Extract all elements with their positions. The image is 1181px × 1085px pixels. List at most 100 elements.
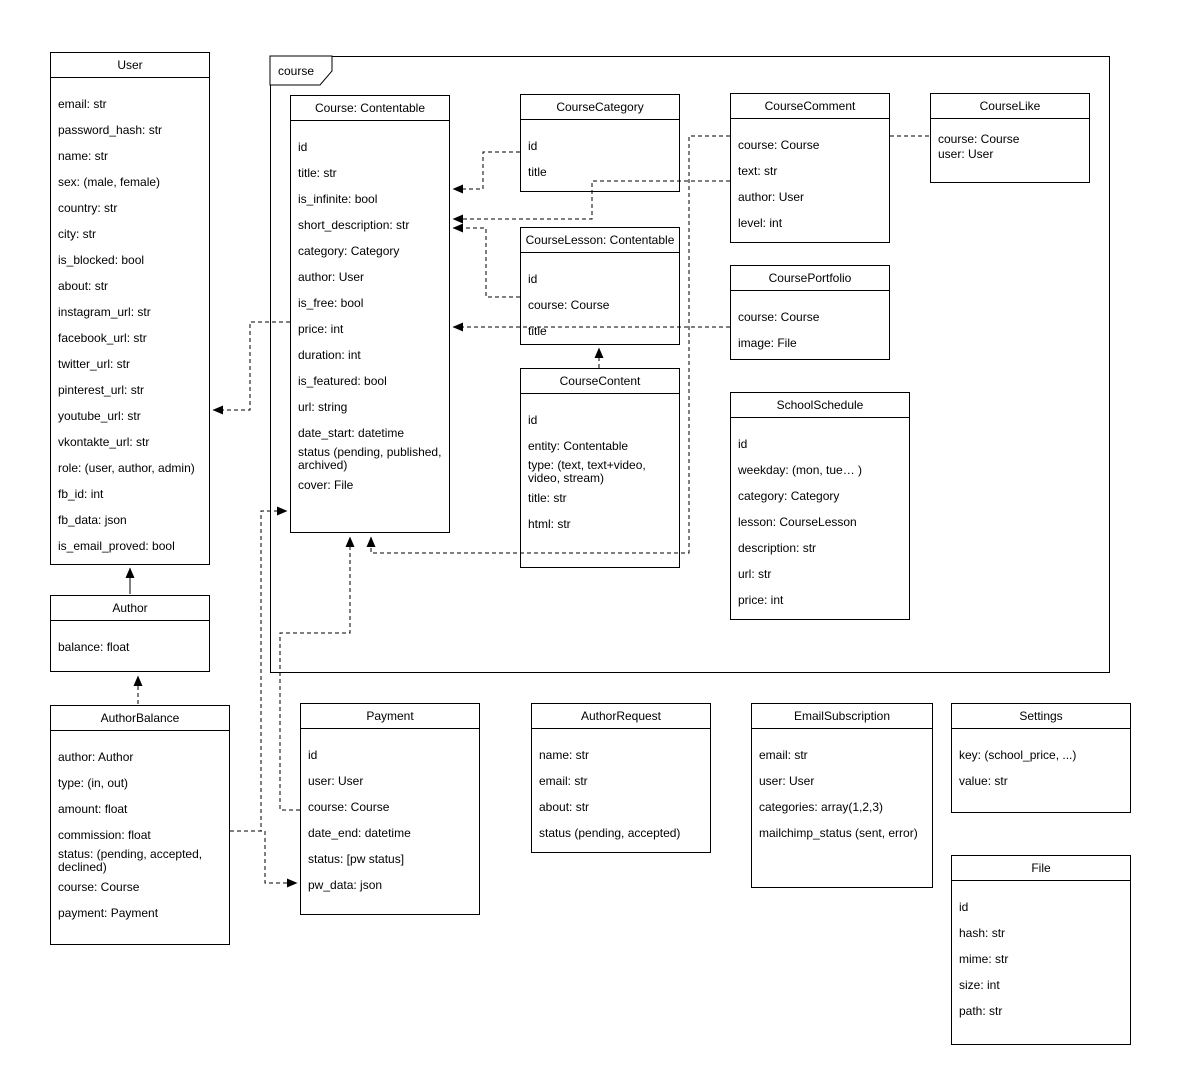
entity-field: id	[528, 412, 538, 427]
entity-field: value: str	[959, 773, 1008, 788]
entity-title-course-lesson: CourseLesson: Contentable	[521, 228, 679, 253]
entity-field: sex: (male, female)	[58, 174, 161, 189]
entity-field: level: int	[738, 215, 783, 230]
entity-field: commission: float	[58, 827, 151, 842]
entity-field: fb_id: int	[58, 486, 104, 501]
entity-field: payment: Payment	[58, 905, 159, 920]
entity-field: fb_data: json	[58, 512, 127, 527]
entity-author-balance[interactable]: AuthorBalance author: Author type: (in, ou…	[50, 705, 230, 945]
entity-field: cover: File	[298, 477, 354, 492]
entity-field: image: File	[738, 335, 797, 350]
entity-field: title	[528, 323, 547, 338]
entity-field: password_hash: str	[58, 122, 163, 137]
entity-field: user: User	[308, 773, 364, 788]
entity-field: instagram_url: str	[58, 304, 151, 319]
entity-field: text: str	[738, 163, 778, 178]
entity-field: author: Author	[58, 749, 134, 764]
entity-school-schedule[interactable]: SchoolSchedule id weekday: (mon, tue… ) cat…	[730, 392, 910, 620]
entity-fields: balance: float	[51, 621, 209, 660]
entity-field: course: Course	[738, 309, 820, 324]
entity-field: user: User	[938, 147, 994, 161]
entity-field: hash: str	[959, 925, 1006, 940]
entity-field: mailchimp_status (sent, error)	[759, 825, 918, 840]
entity-title-email-subscription: EmailSubscription	[752, 704, 932, 729]
entity-title-school-schedule: SchoolSchedule	[731, 393, 909, 418]
entity-field: title: str	[528, 490, 567, 505]
entity-field: id	[528, 138, 538, 153]
entity-title-file: File	[952, 856, 1130, 881]
entity-field: id	[738, 436, 748, 451]
entity-field: vkontakte_url: str	[58, 434, 150, 449]
entity-title-course-content: CourseContent	[521, 369, 679, 394]
entity-field: title	[528, 164, 547, 179]
entity-field: city: str	[58, 226, 96, 241]
entity-field: price: int	[298, 321, 344, 336]
entity-field: about: str	[58, 278, 109, 293]
entity-field: html: str	[528, 516, 571, 531]
entity-field: email: str	[539, 773, 588, 788]
entity-title-course-category: CourseCategory	[521, 95, 679, 120]
entity-field: key: (school_price, ...)	[959, 747, 1077, 762]
entity-field: description: str	[738, 540, 817, 555]
entity-field: name: str	[539, 747, 590, 762]
entity-field: is_email_proved: bool	[58, 538, 175, 553]
course-package-label[interactable]: course	[277, 64, 315, 78]
entity-fields: key: (school_price, ...) value: str	[952, 729, 1130, 794]
entity-field: duration: int	[298, 347, 361, 362]
entity-field: weekday: (mon, tue… )	[738, 462, 863, 477]
entity-course-category[interactable]: CourseCategory id title	[520, 94, 680, 192]
entity-field: status: (pending, accepted, declined)	[58, 847, 203, 874]
entity-field: is_infinite: bool	[298, 191, 378, 206]
entity-fields: id title	[521, 120, 679, 185]
entity-title-course-comment: CourseComment	[731, 94, 889, 119]
entity-field: status (pending, published, archived)	[298, 445, 442, 472]
entity-field: youtube_url: str	[58, 408, 141, 423]
entity-title-user: User	[51, 53, 209, 78]
entity-field: facebook_url: str	[58, 330, 147, 345]
entity-field: author: User	[298, 269, 365, 284]
entity-field: pinterest_url: str	[58, 382, 145, 397]
entity-field: date_start: datetime	[298, 425, 405, 440]
entity-field: about: str	[539, 799, 590, 814]
entity-field: type: (in, out)	[58, 775, 129, 790]
entity-field: author: User	[738, 189, 805, 204]
entity-title-course: Course: Contentable	[291, 96, 449, 121]
entity-title-course-like: CourseLike	[931, 94, 1089, 119]
entity-field: pw_data: json	[308, 877, 383, 892]
entity-field: course: Course	[938, 132, 1020, 146]
entity-fields: id weekday: (mon, tue… ) category: Categor…	[731, 418, 909, 613]
entity-field: user: User	[759, 773, 815, 788]
entity-field: category: Category	[738, 488, 840, 503]
entity-field: course: Course	[58, 879, 140, 894]
entity-field: name: str	[58, 148, 109, 163]
entity-field: id	[528, 271, 538, 286]
entity-field: id	[959, 899, 969, 914]
entity-field: balance: float	[58, 639, 130, 654]
entity-field: title: str	[298, 165, 337, 180]
entity-field: size: int	[959, 977, 1000, 992]
entity-field: lesson: CourseLesson	[738, 514, 857, 529]
entity-title-author-balance: AuthorBalance	[51, 706, 229, 731]
